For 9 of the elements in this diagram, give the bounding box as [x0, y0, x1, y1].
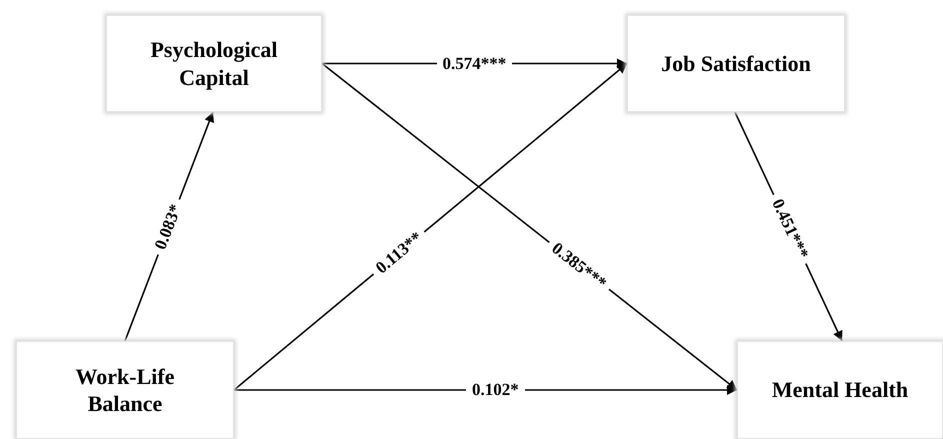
node-label: Work-Life Balance: [74, 362, 176, 418]
variable-box: [106, 15, 322, 112]
arrow: [234, 385, 737, 395]
variable-box: [16, 341, 234, 439]
node-label: Psychological Capital: [149, 36, 279, 91]
node-label: Job Satisfaction: [661, 50, 811, 78]
variable-box: [627, 15, 845, 112]
node-label: Mental Health: [772, 376, 908, 404]
variable-box: [737, 341, 943, 439]
